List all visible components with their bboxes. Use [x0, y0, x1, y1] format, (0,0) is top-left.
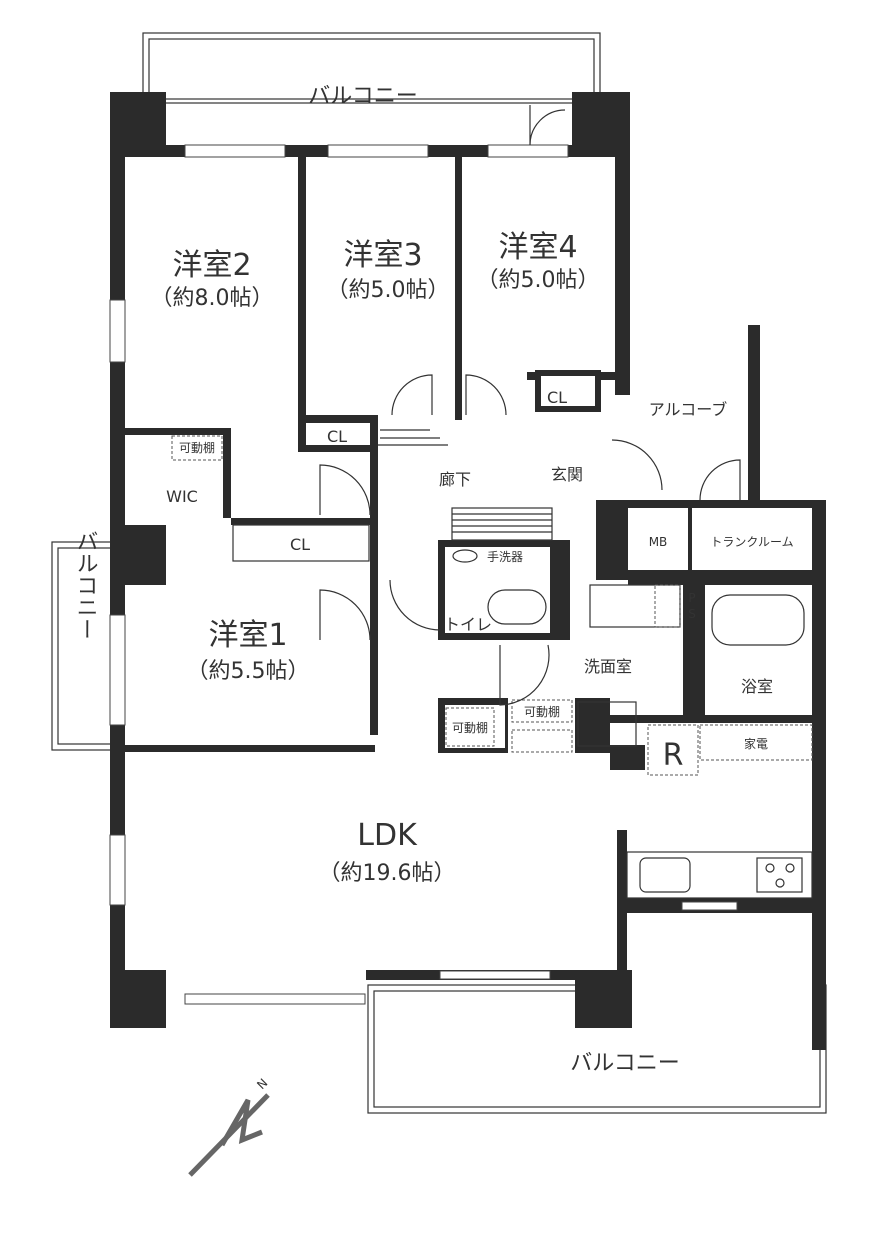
fridge-label: R	[663, 738, 684, 773]
room-western1-size: （約5.5帖）	[187, 659, 310, 684]
corridor-label: 廊下	[439, 470, 471, 489]
ps-label-s: S	[688, 607, 696, 621]
washroom-label: 洗面室	[584, 657, 632, 676]
ps-label-p: P	[688, 591, 695, 605]
fixtures	[171, 105, 813, 899]
room-ldk-name: LDK	[357, 818, 418, 853]
trunk-room-label: トランクルーム	[710, 535, 793, 549]
room-western3-size: （約5.0帖）	[327, 278, 450, 303]
compass-label: N	[254, 1076, 270, 1092]
room-western4-size: （約5.0帖）	[477, 268, 600, 293]
alcove-label: アルコーブ	[649, 400, 728, 419]
room-western2-size: （約8.0帖）	[151, 286, 274, 311]
balcony-left-label: バルコニー	[73, 530, 98, 640]
closet-label-western1: CL	[290, 535, 310, 554]
balcony-top-label: バルコニー	[308, 84, 418, 109]
balcony-top	[142, 32, 601, 104]
appliances-label: 家電	[744, 736, 768, 751]
wic-label: WIC	[166, 487, 198, 506]
north-arrow-icon: N	[188, 1076, 270, 1177]
room-western4-name: 洋室4	[498, 230, 577, 265]
hand-basin-label: 手洗器	[487, 550, 523, 564]
room-western2-name: 洋室2	[172, 248, 251, 283]
bathroom-label: 浴室	[741, 677, 773, 696]
room-ldk-size: （約19.6帖）	[319, 861, 456, 886]
toilet-label: トイレ	[444, 615, 492, 634]
movable-shelf-wash: 可動棚	[524, 704, 560, 719]
windows	[109, 144, 738, 1005]
closet-label-western3: CL	[327, 427, 347, 446]
balcony-bottom-label: バルコニー	[570, 1051, 680, 1076]
closet-label-western4: CL	[547, 388, 567, 407]
mb-label: MB	[649, 535, 668, 549]
room-western3-name: 洋室3	[343, 238, 422, 273]
movable-shelf-wic: 可動棚	[179, 440, 215, 455]
room-western1-name: 洋室1	[208, 618, 287, 653]
entrance-label: 玄関	[551, 465, 583, 484]
movable-shelf-hall: 可動棚	[452, 720, 488, 735]
